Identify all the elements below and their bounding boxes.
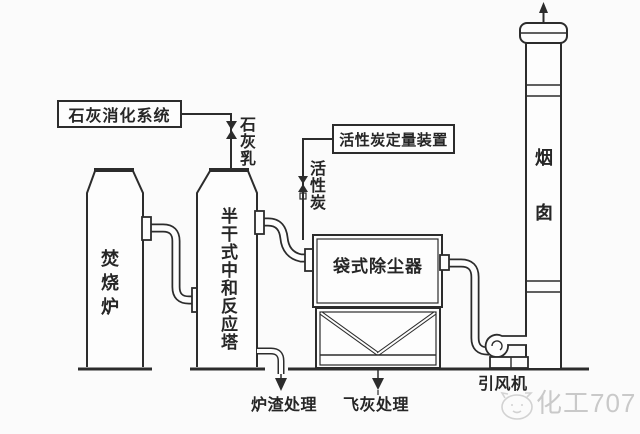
flue-gas-pipe-3 xyxy=(439,254,492,356)
slag-treatment-label: 炉渣处理 xyxy=(251,397,318,414)
flange xyxy=(141,216,152,241)
reaction-tower-label: 半干式中和反应塔 xyxy=(218,207,237,351)
carbon-dosing-device-label: 活性炭定量装置 xyxy=(339,131,448,149)
incinerator-label: 焚烧炉 xyxy=(99,249,119,321)
chimney-structure xyxy=(519,2,568,370)
lime-milk-label: 石灰乳 xyxy=(237,116,254,167)
carbon-feed-line xyxy=(298,138,332,240)
carbon-dosing-device-box: 活性炭定量装置 xyxy=(332,124,455,154)
flue-gas-pipe-2 xyxy=(254,210,315,272)
flange xyxy=(439,254,450,271)
fly-ash-treatment-label: 飞灰处理 xyxy=(343,397,410,414)
lime-digestion-system-label: 石灰消化系统 xyxy=(68,108,171,125)
flue-gas-pipe-1 xyxy=(141,216,202,313)
flange xyxy=(254,210,265,235)
lime-valve-icon xyxy=(226,121,237,130)
bag-filter-label: 袋式除尘器 xyxy=(333,257,423,276)
slag-arrow-icon xyxy=(275,378,287,391)
activated-carbon-label: 活性炭 xyxy=(307,160,324,211)
lime-feed-line xyxy=(180,113,237,170)
carbon-valve-icon xyxy=(298,176,308,184)
induced-draft-fan xyxy=(484,333,529,369)
chimney-label: 烟囱 xyxy=(533,148,553,258)
slag-discharge xyxy=(257,347,287,391)
fly-ash-discharge xyxy=(372,369,384,395)
bag-filter-body xyxy=(312,234,443,308)
watermark-text: 化工707 xyxy=(536,388,637,418)
bag-filter-hopper xyxy=(315,307,441,369)
fan-pedestal xyxy=(489,356,529,369)
lime-digestion-system-box: 石灰消化系统 xyxy=(57,100,182,128)
fly-ash-arrow-icon xyxy=(372,378,384,390)
watermark-mascot-icon xyxy=(500,391,533,420)
stack-gas-arrow-icon xyxy=(539,2,548,13)
induced-draft-fan-label: 引风机 xyxy=(478,376,528,393)
